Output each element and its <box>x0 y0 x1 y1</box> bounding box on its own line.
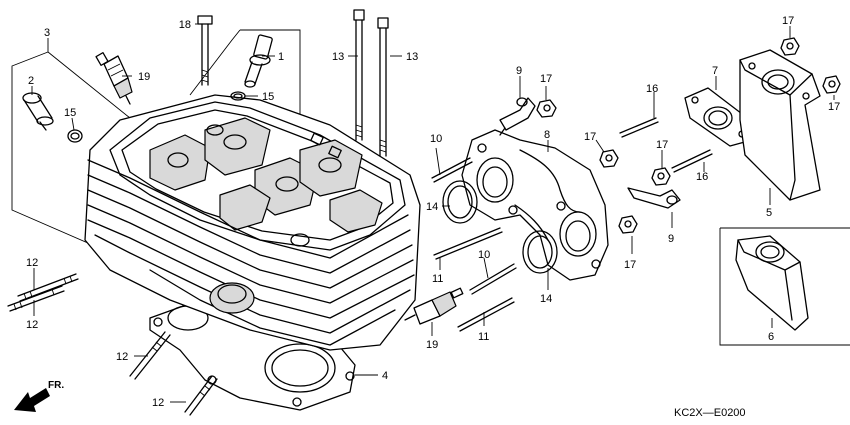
insulator-6 <box>735 235 809 331</box>
stud-13-left <box>353 9 365 141</box>
callout-11-upper: 11 <box>432 273 443 285</box>
callouts: 18 1 3 2 15 15 19 13 13 12 12 12 12 4 10… <box>26 15 840 409</box>
callout-1: 1 <box>278 51 284 63</box>
valve-guide-1 <box>244 34 273 88</box>
stud-12-lower-left <box>7 285 65 312</box>
front-direction-arrow: FR. <box>14 380 64 412</box>
cam-towers <box>149 117 383 247</box>
callout-17-f: 17 <box>828 101 840 113</box>
spark-plug-bottom <box>404 287 464 325</box>
manifold-gasket-lower <box>522 230 558 274</box>
callout-19-bottom: 19 <box>426 339 438 351</box>
manifold-studs <box>431 117 713 332</box>
callout-17-e: 17 <box>782 15 794 27</box>
callout-17-b: 17 <box>584 131 596 143</box>
callout-17-a: 17 <box>540 73 552 85</box>
cooling-fins <box>87 159 415 346</box>
diagram-code: KC2X—E0200 <box>674 407 746 419</box>
spark-plug-boss <box>209 282 255 314</box>
callout-17-d: 17 <box>624 259 636 271</box>
callout-16-lower: 16 <box>696 171 708 183</box>
stud-12-bottom <box>184 375 218 416</box>
front-direction-label: FR. <box>48 380 64 391</box>
intake-manifold <box>461 129 609 281</box>
callout-4: 4 <box>382 370 388 382</box>
callout-15-top: 15 <box>262 91 274 103</box>
callout-12-lower: 12 <box>26 319 38 331</box>
callout-6: 6 <box>768 331 774 343</box>
callout-14-upper: 14 <box>426 201 438 213</box>
callout-2: 2 <box>28 75 34 87</box>
callout-7: 7 <box>712 65 718 77</box>
valve-guide-2 <box>22 92 54 131</box>
callout-18: 18 <box>179 19 191 31</box>
leader-lines <box>31 23 835 403</box>
callout-3: 3 <box>44 27 50 39</box>
callout-9-upper: 9 <box>516 65 522 77</box>
callout-12-upper: 12 <box>26 257 38 269</box>
assembly-bracket-lines <box>11 29 850 346</box>
manifold-gasket-upper <box>442 180 478 224</box>
spark-plug-top <box>95 52 133 105</box>
clamp-9-upper <box>499 97 536 136</box>
insulator-5 <box>739 49 821 201</box>
callout-5: 5 <box>766 207 772 219</box>
nuts-17 <box>536 37 841 234</box>
callout-12-bottom: 12 <box>152 397 164 409</box>
callout-13-left: 13 <box>332 51 344 63</box>
callout-10-lower: 10 <box>478 249 490 261</box>
cylinder-head <box>84 94 421 351</box>
callout-13-right: 13 <box>406 51 418 63</box>
callout-16-upper: 16 <box>646 83 658 95</box>
callout-10-upper: 10 <box>430 133 442 145</box>
o-ring-15-left <box>67 129 83 143</box>
callout-14-lower: 14 <box>540 293 552 305</box>
stud-12-mid <box>129 331 171 380</box>
callout-17-c: 17 <box>656 139 668 151</box>
callout-15-left: 15 <box>64 107 76 119</box>
stud-13-right <box>377 17 389 157</box>
callout-11-lower: 11 <box>478 331 489 343</box>
clamp-9-lower <box>627 187 681 209</box>
callout-8: 8 <box>544 129 550 141</box>
callout-12-mid: 12 <box>116 351 128 363</box>
callout-19-top: 19 <box>138 71 150 83</box>
head-bolts <box>7 9 389 416</box>
callout-9-lower: 9 <box>668 233 674 245</box>
